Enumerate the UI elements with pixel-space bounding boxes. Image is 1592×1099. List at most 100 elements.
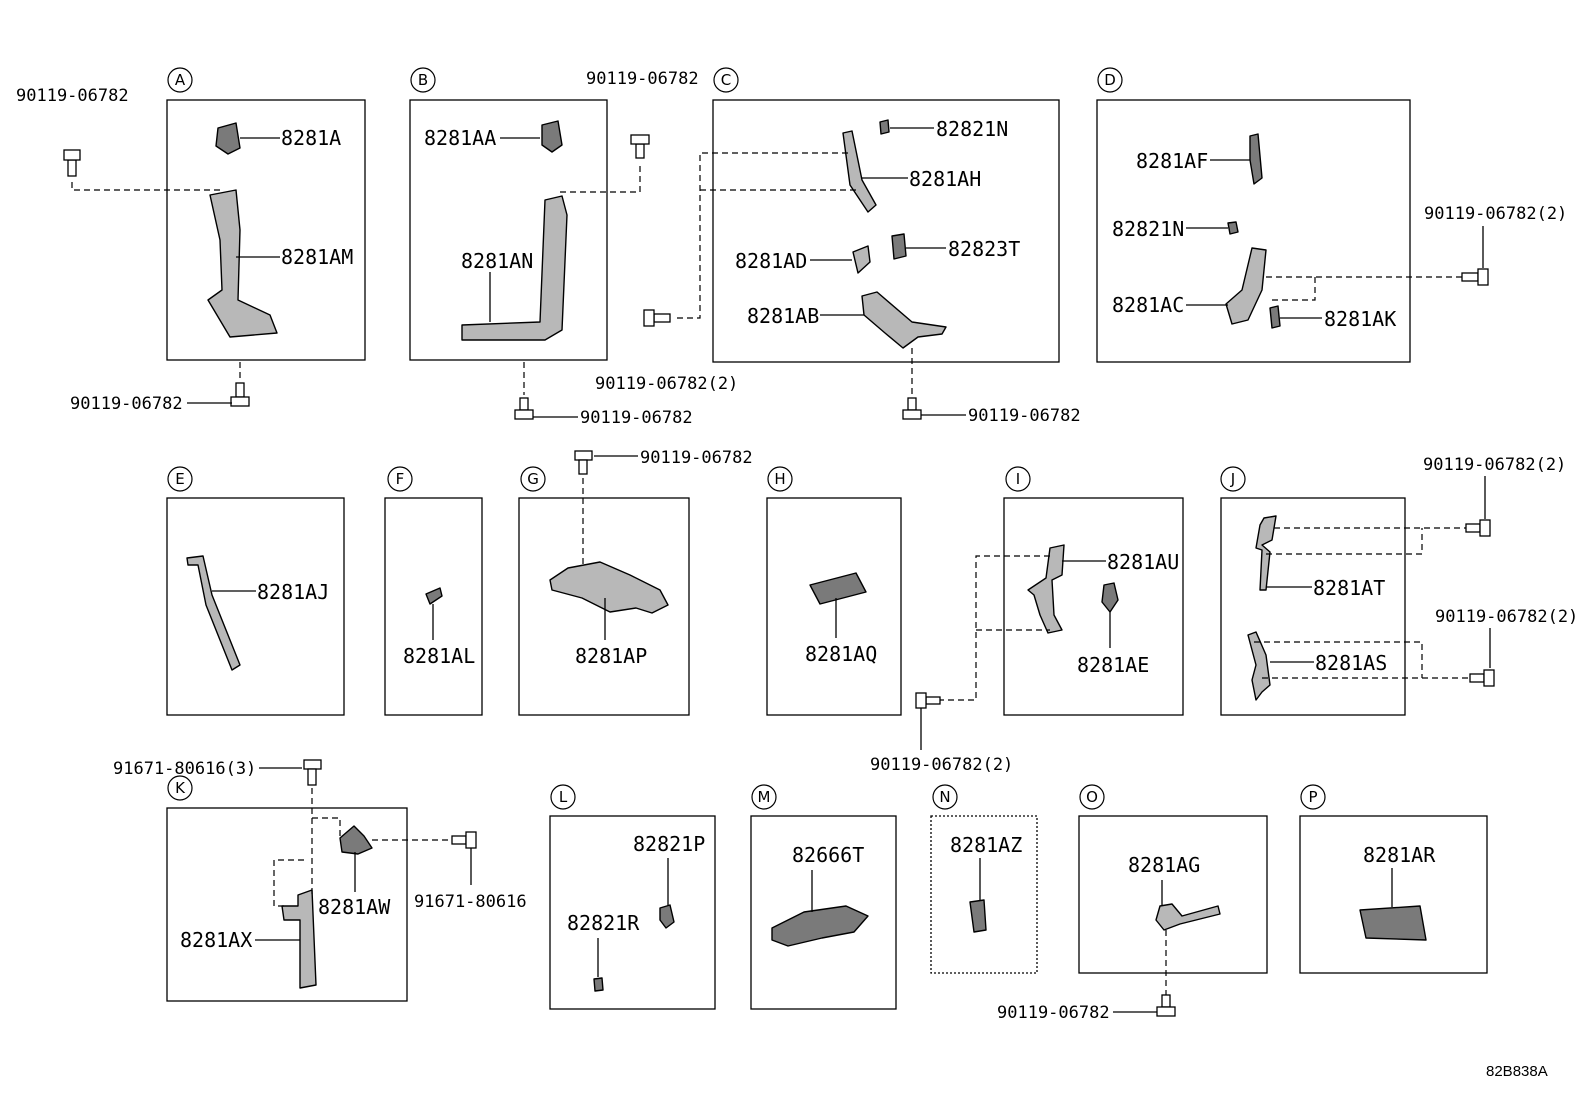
- label-bolt-b-top[interactable]: 90119-06782: [586, 69, 699, 89]
- bolt-icon: [514, 397, 534, 420]
- part-82823t-shape[interactable]: [891, 233, 907, 260]
- group-d: D 8281AF 82821N 8281AC 8281AK 90119-0678…: [1096, 67, 1567, 363]
- label-bolt-j-top[interactable]: 90119-06782(2): [1423, 455, 1566, 475]
- group-h-letter: H: [774, 470, 785, 488]
- part-8281ad-shape[interactable]: [852, 245, 871, 274]
- bolt-icon: [230, 382, 250, 407]
- label-8281an[interactable]: 8281AN: [461, 249, 533, 273]
- label-8281aw[interactable]: 8281AW: [318, 895, 391, 919]
- bolt-icon: [630, 134, 650, 159]
- label-8281af[interactable]: 8281AF: [1136, 149, 1208, 173]
- group-l-letter: L: [559, 788, 568, 806]
- group-c-letter: C: [721, 71, 731, 89]
- part-8281af-shape[interactable]: [1249, 133, 1263, 185]
- group-p: P 8281AR: [1299, 784, 1488, 974]
- part-8281as-shape[interactable]: [1247, 631, 1271, 701]
- bolt-icon: [303, 759, 322, 786]
- part-8281ae-shape[interactable]: [1101, 582, 1119, 613]
- group-a-letter: A: [175, 71, 186, 89]
- part-82821r-shape[interactable]: [593, 977, 604, 992]
- label-8281ax[interactable]: 8281AX: [180, 928, 252, 952]
- part-8281al-shape[interactable]: [425, 587, 443, 605]
- label-bolt-a-top[interactable]: 90119-06782: [16, 86, 129, 106]
- bolt-icon: [1469, 669, 1495, 687]
- label-8281ad[interactable]: 8281AD: [735, 249, 807, 273]
- label-screw-k-right[interactable]: 91671-80616: [414, 892, 527, 912]
- part-8281ac-shape[interactable]: [1225, 247, 1267, 325]
- part-8281ak-shape[interactable]: [1269, 305, 1281, 329]
- group-e: E 8281AJ: [166, 466, 345, 716]
- label-82823t[interactable]: 82823T: [948, 237, 1020, 261]
- label-8281ac[interactable]: 8281AC: [1112, 293, 1184, 317]
- part-8281ag-shape[interactable]: [1155, 903, 1221, 931]
- label-8281at[interactable]: 8281AT: [1313, 576, 1385, 600]
- label-8281a[interactable]: 8281A: [281, 126, 341, 150]
- group-a-box: [166, 99, 366, 361]
- part-8281ax-shape[interactable]: [281, 889, 317, 989]
- group-h: H 8281AQ: [766, 466, 902, 716]
- label-8281as[interactable]: 8281AS: [1315, 651, 1387, 675]
- label-82666t[interactable]: 82666T: [792, 843, 864, 867]
- label-bolt-d[interactable]: 90119-06782(2): [1424, 204, 1567, 224]
- label-bolt-j-bottom[interactable]: 90119-06782(2): [1435, 607, 1578, 627]
- label-82821n-d[interactable]: 82821N: [1112, 217, 1184, 241]
- group-c: C 82821N 8281AH 8281AD 82823T 8281AB 901…: [595, 67, 1081, 426]
- group-g: G 8281AP 90119-06782: [518, 448, 753, 716]
- label-82821r[interactable]: 82821R: [567, 911, 640, 935]
- group-k-letter: K: [175, 779, 186, 797]
- part-8281am-shape[interactable]: [207, 189, 278, 338]
- label-8281ar[interactable]: 8281AR: [1363, 843, 1436, 867]
- label-bolt-c-left[interactable]: 90119-06782(2): [595, 374, 738, 394]
- group-k-box: [166, 807, 408, 1002]
- group-n-letter: N: [939, 788, 950, 806]
- part-8281ab-shape[interactable]: [861, 291, 947, 349]
- label-8281ak[interactable]: 8281AK: [1324, 307, 1396, 331]
- label-8281aa[interactable]: 8281AA: [424, 126, 496, 150]
- label-8281aj[interactable]: 8281AJ: [257, 580, 329, 604]
- label-bolt-o[interactable]: 90119-06782: [997, 1003, 1110, 1023]
- part-82821n-d-shape[interactable]: [1227, 221, 1239, 235]
- group-m-box: [750, 815, 897, 1010]
- part-8281az-shape[interactable]: [969, 899, 987, 933]
- part-8281an-shape[interactable]: [461, 195, 568, 341]
- group-l: L 82821P 82821R: [549, 784, 716, 1010]
- part-8281au-shape[interactable]: [1027, 544, 1065, 634]
- part-8281at-shape[interactable]: [1255, 515, 1277, 591]
- label-8281ab[interactable]: 8281AB: [747, 304, 819, 328]
- label-8281al[interactable]: 8281AL: [403, 644, 475, 668]
- part-82821p-shape[interactable]: [659, 904, 675, 929]
- label-screw-k-top[interactable]: 91671-80616(3): [113, 759, 256, 779]
- group-d-box: [1096, 99, 1411, 363]
- part-8281aa-shape[interactable]: [541, 120, 563, 153]
- group-g-letter: G: [527, 470, 539, 488]
- label-8281ag[interactable]: 8281AG: [1128, 853, 1200, 877]
- part-8281aj-shape[interactable]: [186, 555, 241, 671]
- bolt-icon: [915, 692, 941, 709]
- part-82666t-shape[interactable]: [771, 905, 869, 947]
- group-o: O 8281AG 90119-06782: [997, 784, 1268, 1023]
- group-i: I 8281AU 8281AE 90119-06782(2): [870, 466, 1184, 775]
- label-8281am[interactable]: 8281AM: [281, 245, 353, 269]
- label-8281aq[interactable]: 8281AQ: [805, 642, 877, 666]
- group-g-box: [518, 497, 690, 716]
- label-bolt-g[interactable]: 90119-06782: [640, 448, 753, 468]
- group-e-letter: E: [175, 470, 184, 488]
- label-bolt-i[interactable]: 90119-06782(2): [870, 755, 1013, 775]
- label-8281ae[interactable]: 8281AE: [1077, 653, 1149, 677]
- part-8281ah-shape[interactable]: [842, 130, 877, 213]
- label-bolt-b-bottom[interactable]: 90119-06782: [580, 408, 693, 428]
- part-8281ar-shape[interactable]: [1359, 905, 1427, 941]
- part-82821n-c-shape[interactable]: [879, 119, 890, 135]
- label-82821p[interactable]: 82821P: [633, 832, 705, 856]
- label-8281ah[interactable]: 8281AH: [909, 167, 981, 191]
- label-bolt-a-bottom[interactable]: 90119-06782: [70, 394, 183, 414]
- label-82821n-c[interactable]: 82821N: [936, 117, 1008, 141]
- label-8281ap[interactable]: 8281AP: [575, 644, 647, 668]
- part-8281aq-shape[interactable]: [809, 572, 867, 605]
- label-8281az[interactable]: 8281AZ: [950, 833, 1022, 857]
- part-8281aw-shape[interactable]: [339, 825, 373, 855]
- part-8281ap-shape[interactable]: [549, 561, 669, 614]
- part-8281a-shape[interactable]: [215, 122, 241, 155]
- label-bolt-c-bottom[interactable]: 90119-06782: [968, 406, 1081, 426]
- label-8281au[interactable]: 8281AU: [1107, 550, 1179, 574]
